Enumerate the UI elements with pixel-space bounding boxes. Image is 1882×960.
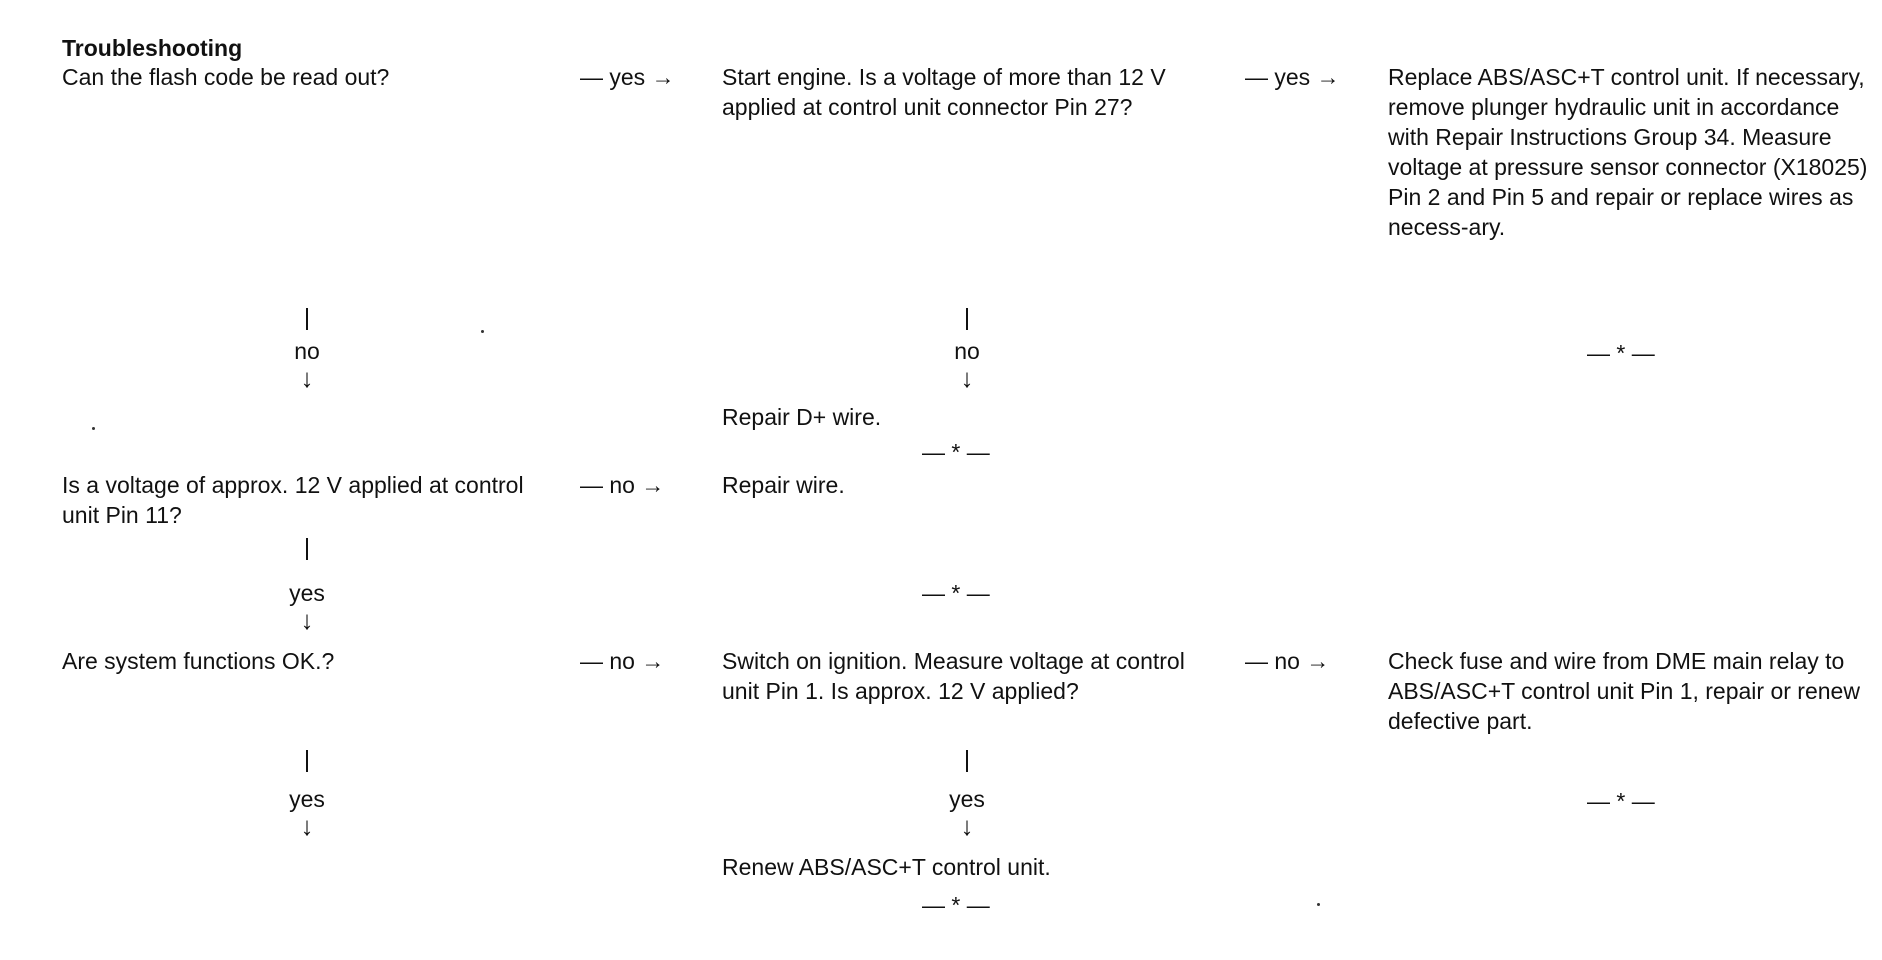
connector-line-1	[306, 308, 308, 330]
yes-label-1: yes	[289, 580, 325, 606]
step-repair-wire: Repair wire.	[722, 472, 845, 498]
end-mark-1: — * —	[922, 439, 990, 465]
yes-label-2: yes	[289, 786, 325, 812]
no-arrow-2: — no →	[580, 648, 665, 674]
no-label-1: no	[294, 338, 320, 364]
down-arrow-3: ↓	[300, 605, 314, 635]
connector-line-3	[306, 538, 308, 560]
connector-line-2	[966, 308, 968, 330]
yes-label-3: yes	[949, 786, 985, 812]
scan-speck	[1317, 903, 1320, 906]
end-mark-4: — * —	[1587, 788, 1655, 814]
end-mark-5: — * —	[922, 892, 990, 918]
yes-arrow-1: — yes →	[580, 64, 675, 90]
end-mark-2: — * —	[1587, 340, 1655, 366]
scan-speck	[481, 330, 484, 333]
down-arrow-4: ↓	[300, 811, 314, 841]
step-start-engine: Start engine. Is a voltage of more than …	[722, 64, 1166, 120]
step-replace-control-unit: Replace ABS/ASC+T control unit. If neces…	[1388, 64, 1868, 240]
no-label-2: no	[954, 338, 980, 364]
no-arrow-1: — no →	[580, 472, 665, 498]
page-title: Troubleshooting	[62, 35, 243, 61]
question-system-functions: Are system functions OK.?	[62, 648, 335, 674]
yes-arrow-2: — yes →	[1245, 64, 1340, 90]
step-check-fuse: Check fuse and wire from DME main relay …	[1388, 648, 1860, 734]
connector-line-4	[306, 750, 308, 772]
step-repair-d-plus-wire: Repair D+ wire.	[722, 404, 882, 430]
down-arrow-2: ↓	[960, 363, 974, 393]
connector-line-5	[966, 750, 968, 772]
question-flash-code: Can the flash code be read out?	[62, 64, 390, 90]
step-switch-on-ignition: Switch on ignition. Measure voltage at c…	[722, 648, 1185, 704]
no-arrow-3: — no →	[1245, 648, 1330, 674]
down-arrow-1: ↓	[300, 363, 314, 393]
question-voltage-pin-11: Is a voltage of approx. 12 V applied at …	[62, 472, 524, 528]
scan-speck	[92, 427, 95, 430]
step-renew-control-unit: Renew ABS/ASC+T control unit.	[722, 854, 1051, 880]
end-mark-3: — * —	[922, 580, 990, 606]
down-arrow-5: ↓	[960, 811, 974, 841]
